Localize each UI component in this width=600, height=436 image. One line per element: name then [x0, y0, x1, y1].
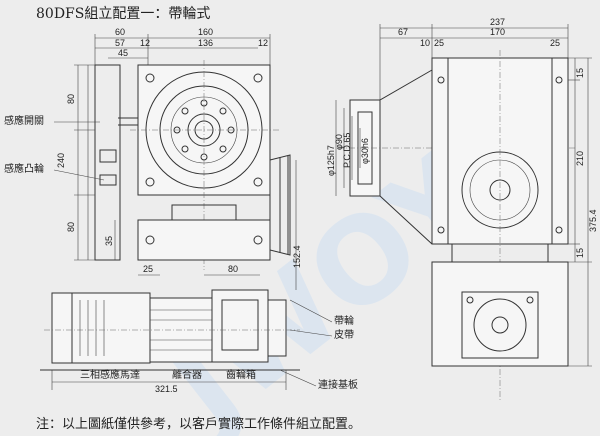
label-motor: 三相感應馬達 — [80, 368, 140, 381]
side-view — [335, 24, 592, 400]
dim-phi125: φ125h7 — [326, 145, 336, 176]
dim-15-bottom: 15 — [575, 248, 585, 258]
dim-25-side-right: 25 — [550, 38, 560, 48]
dim-170: 170 — [490, 27, 505, 37]
dim-80-top: 80 — [66, 94, 76, 104]
dim-10: 10 — [420, 38, 430, 48]
dim-15-top: 15 — [575, 68, 585, 78]
indexer-base — [137, 219, 271, 261]
gearbox-side — [431, 261, 569, 367]
dim-12-left: 12 — [140, 38, 150, 48]
dim-phi30: φ30h6 — [360, 138, 370, 164]
dim-60: 60 — [115, 27, 125, 37]
dim-12-right: 12 — [258, 38, 268, 48]
dim-pcd65: P.C.D.65 — [342, 133, 352, 168]
dim-152-4: 152.4 — [292, 245, 302, 268]
dim-160: 160 — [198, 27, 213, 37]
dim-321-5: 321.5 — [155, 384, 178, 394]
dim-240: 240 — [56, 153, 66, 168]
dim-45: 45 — [118, 48, 128, 58]
label-pulley: 帶輪 — [334, 314, 354, 327]
dim-136: 136 — [198, 38, 213, 48]
motor-body — [51, 292, 151, 364]
footer-note: 注：以上圖紙僅供參考，以客戶實際工作條件組立配置。 — [36, 416, 361, 432]
dim-phi90: φ90 — [334, 134, 344, 150]
label-belt: 皮帶 — [334, 328, 354, 341]
dim-67: 67 — [398, 27, 408, 37]
label-clutch: 離合器 — [172, 368, 202, 381]
label-sensor-cam: 感應凸輪 — [4, 162, 44, 175]
dim-375-4: 375.4 — [588, 209, 598, 232]
dim-80-base: 80 — [228, 264, 238, 274]
dim-35: 35 — [104, 236, 114, 246]
label-sensor-switch: 感應開關 — [4, 114, 44, 127]
dim-57: 57 — [115, 38, 125, 48]
dim-80-bottom: 80 — [66, 222, 76, 232]
label-base-plate: 連接基板 — [318, 378, 358, 391]
dim-237: 237 — [490, 17, 505, 27]
dim-25-side-left: 25 — [434, 38, 444, 48]
dim-25-base: 25 — [143, 264, 153, 274]
drawing-title: 80DFS組立配置一：帶輪式 — [36, 5, 210, 22]
label-gearbox: 齒輪箱 — [226, 368, 256, 381]
dim-210: 210 — [575, 151, 585, 166]
gearbox-body — [211, 289, 269, 363]
front-view — [74, 34, 297, 290]
sensor-bracket — [94, 64, 121, 261]
motor-assembly — [40, 289, 300, 390]
drive-pulley — [269, 154, 291, 256]
